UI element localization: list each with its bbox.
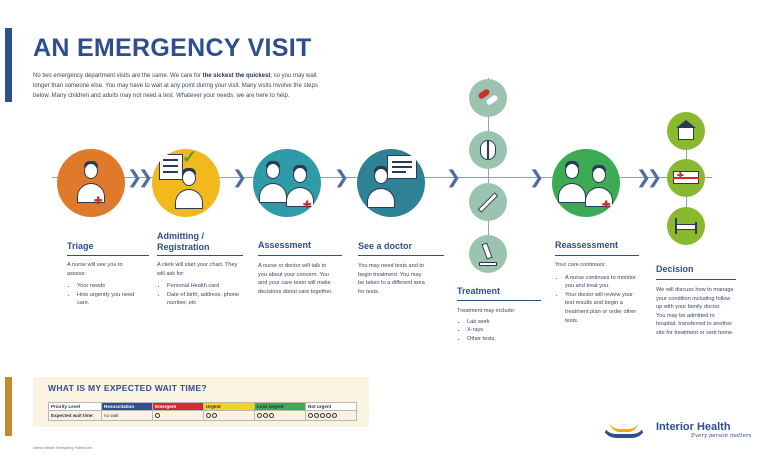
clock-icon bbox=[314, 413, 319, 419]
level-less-urgent: Less Urgent bbox=[254, 402, 306, 411]
expected-wait-label: Expected wait time: bbox=[48, 410, 102, 421]
interior-health-logo-icon bbox=[600, 414, 648, 444]
see-doctor-text: You may need tests and to begin treatmen… bbox=[358, 263, 425, 295]
chevron-right-icon: ❯ bbox=[232, 167, 248, 187]
chevron-right-icon: ❯ bbox=[529, 167, 545, 187]
level-not-urgent: Not urgent bbox=[305, 402, 357, 411]
clock-icon bbox=[326, 413, 331, 419]
chevron-right-icon: ❯ bbox=[334, 167, 350, 187]
house-icon bbox=[667, 112, 705, 150]
level-emergent: Emergent bbox=[152, 402, 204, 411]
wait-time-title: WHAT IS MY EXPECTED WAIT TIME? bbox=[48, 383, 207, 393]
clock-icon bbox=[263, 413, 268, 419]
nurse-icon bbox=[293, 167, 307, 183]
reassessment-illustration: ✚ bbox=[552, 149, 620, 217]
triage-title: Triage bbox=[67, 241, 94, 251]
decision-divider bbox=[656, 279, 736, 280]
checkmark-icon: ✓ bbox=[182, 149, 198, 167]
clock-icon bbox=[320, 413, 325, 419]
clock-icon bbox=[308, 413, 313, 419]
page-title: AN EMERGENCY VISIT bbox=[33, 34, 312, 62]
nurse-icon bbox=[84, 163, 98, 179]
assessment-divider bbox=[258, 255, 342, 256]
footer-note: Interior Health Emergency Patient Info bbox=[33, 446, 93, 450]
chevron-right-icon: ❯ bbox=[636, 167, 652, 187]
medical-cross-icon: ✚ bbox=[303, 200, 312, 211]
medical-cross-icon: ✚ bbox=[94, 196, 103, 207]
chevron-right-icon: ❯ bbox=[647, 167, 663, 187]
doctor-icon bbox=[374, 168, 388, 184]
see-doctor-illustration bbox=[357, 149, 425, 217]
doctor-icon bbox=[266, 163, 280, 179]
level-urgent: Urgent bbox=[203, 402, 255, 411]
clock-icon bbox=[155, 413, 160, 419]
chevron-right-icon: ❯ bbox=[446, 167, 462, 187]
wait-time-accent-bar bbox=[5, 377, 12, 436]
ribcage-xray-icon bbox=[469, 131, 507, 169]
doctor-icon bbox=[565, 163, 579, 179]
syringe-icon bbox=[469, 183, 507, 221]
admitting-illustration: ✓ bbox=[152, 149, 220, 217]
treatment-title: Treatment bbox=[457, 286, 501, 296]
microscope-icon bbox=[469, 235, 507, 273]
priority-level-label: Priority Level bbox=[48, 402, 102, 411]
clock-icon bbox=[332, 413, 337, 419]
reassessment-divider bbox=[555, 255, 639, 256]
ambulance-icon: ✚ bbox=[667, 159, 705, 197]
assessment-illustration: ✚ bbox=[253, 149, 321, 217]
chart-document-icon bbox=[387, 155, 417, 179]
admitting-divider bbox=[157, 255, 243, 256]
clerk-icon bbox=[182, 170, 196, 186]
assessment-text: A nurse or doctor will talk to you about… bbox=[258, 263, 333, 295]
chevron-right-icon: ❯ bbox=[138, 167, 154, 187]
clock-icon bbox=[212, 413, 217, 419]
wait-emergent bbox=[152, 410, 204, 421]
triage-divider bbox=[67, 255, 149, 256]
see-doctor-divider bbox=[358, 255, 444, 256]
logo-tagline: Every person matters bbox=[691, 433, 752, 439]
logo-name: Interior Health bbox=[656, 421, 731, 433]
clock-icon bbox=[206, 413, 211, 419]
admitting-text: A clerk will start your chart. They will… bbox=[157, 261, 243, 308]
decision-title: Decision bbox=[656, 264, 694, 274]
see-doctor-title: See a doctor bbox=[358, 241, 413, 251]
header-accent-bar bbox=[5, 28, 12, 102]
pills-icon bbox=[469, 79, 507, 117]
assessment-title: Assessment bbox=[258, 240, 312, 250]
triage-text: A nurse will see you to assess: Your nee… bbox=[67, 261, 137, 308]
checklist-icon bbox=[159, 154, 183, 180]
reassessment-text: Your care continues: A nurse continues t… bbox=[555, 261, 639, 325]
wait-time-table: Priority Level Resuscitation Emergent Ur… bbox=[48, 402, 357, 421]
treatment-text: Treatment may include: Lab work X-rays O… bbox=[457, 307, 537, 343]
reassessment-title: Reassessment bbox=[555, 240, 619, 250]
treatment-divider bbox=[457, 300, 541, 301]
level-resuscitation: Resuscitation bbox=[101, 402, 153, 411]
triage-illustration: ✚ bbox=[57, 149, 125, 217]
nurse-icon bbox=[592, 167, 606, 183]
wait-urgent bbox=[203, 410, 255, 421]
admitting-title: Admitting /Registration bbox=[157, 231, 210, 252]
chevron-right-icon: ❯ bbox=[127, 167, 143, 187]
wait-not-urgent bbox=[305, 410, 357, 421]
hospital-bed-icon bbox=[667, 207, 705, 245]
medical-cross-icon: ✚ bbox=[602, 200, 611, 211]
decision-text: We will discuss how to manage your condi… bbox=[656, 287, 734, 336]
wait-less-urgent bbox=[254, 410, 306, 421]
intro-paragraph: No two emergency department visits are t… bbox=[33, 73, 318, 99]
wait-resuscitation: no wait bbox=[101, 410, 153, 421]
clock-icon bbox=[269, 413, 274, 419]
clock-icon bbox=[257, 413, 262, 419]
